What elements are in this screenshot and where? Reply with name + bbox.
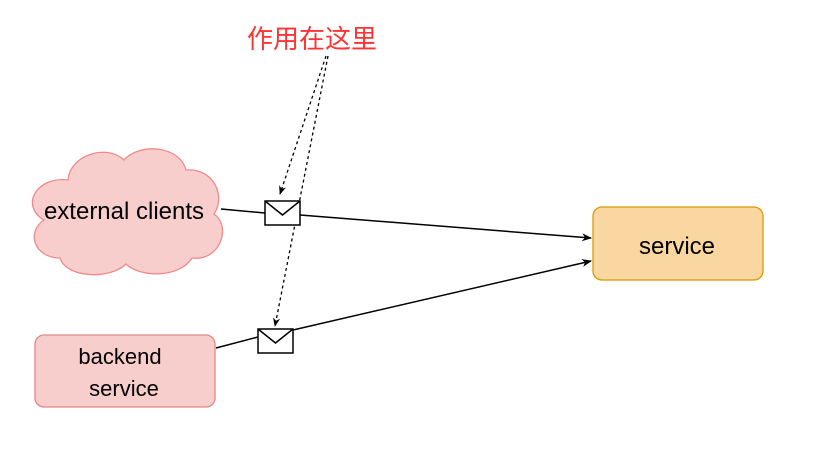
connector-envelope-to-service-upper	[299, 214, 592, 242]
service-rect	[592, 206, 764, 281]
annotation-arrow-to-lower-envelope	[273, 55, 329, 327]
external-clients-cloud[interactable]: external clients	[31, 148, 224, 276]
envelope-icon	[264, 200, 301, 226]
external-clients-label: external clients	[44, 198, 204, 225]
annotation-label: 作用在这里	[247, 25, 377, 55]
connector-backend-to-envelope	[215, 336, 259, 349]
annotation-arrow-to-upper-envelope	[279, 55, 327, 195]
backend-service-rect	[34, 334, 216, 408]
cloud-shape	[31, 148, 224, 276]
service-box[interactable]: service	[592, 206, 764, 281]
connector-external-to-envelope	[220, 208, 266, 214]
backend-service-label-line1: backend	[78, 344, 161, 369]
connector-envelope-to-service-lower	[292, 259, 592, 331]
backend-service-box[interactable]: backend service	[34, 334, 216, 408]
backend-service-label-line2: service	[89, 376, 159, 401]
service-label: service	[639, 233, 715, 260]
envelope-icon	[257, 328, 294, 354]
